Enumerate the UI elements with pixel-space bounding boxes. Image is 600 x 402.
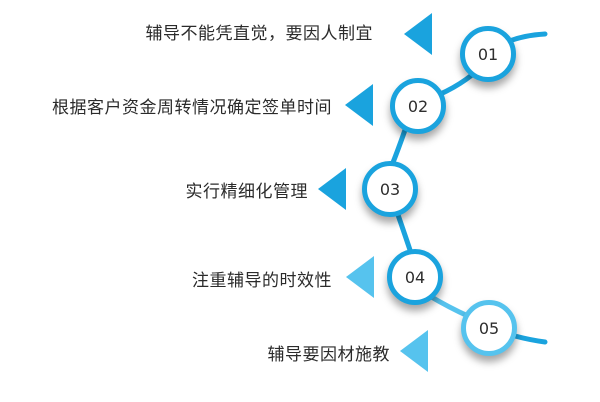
step-5-label: 辅导要因材施教	[267, 345, 390, 365]
step-2-badge: 02	[390, 78, 446, 134]
step-2-arrow-icon	[345, 84, 373, 126]
step-3-badge: 03	[362, 161, 418, 217]
step-1-label: 辅导不能凭直觉，要因人制宜	[145, 24, 373, 44]
step-2-number: 02	[407, 96, 429, 116]
step-4-badge: 04	[387, 249, 443, 305]
step-1-number: 01	[477, 44, 499, 64]
step-2-label: 根据客户资金周转情况确定签单时间	[52, 98, 332, 118]
step-5-badge: 05	[461, 300, 517, 356]
step-3-arrow-icon	[318, 168, 346, 210]
step-3-label: 实行精细化管理	[185, 182, 308, 202]
step-4-arrow-icon	[346, 256, 374, 298]
step-5-arrow-icon	[400, 330, 428, 372]
step-5-number: 05	[478, 318, 500, 338]
step-1-badge: 01	[460, 26, 516, 82]
connector-2-3	[389, 127, 408, 168]
connector-3-4	[394, 209, 413, 253]
connector-bottom	[512, 333, 548, 345]
step-1-arrow-icon	[404, 13, 432, 55]
step-3-number: 03	[379, 179, 401, 199]
connector-4-5	[425, 292, 471, 319]
step-4-number: 04	[404, 267, 426, 287]
step-4-label: 注重辅导的时效性	[192, 271, 332, 291]
